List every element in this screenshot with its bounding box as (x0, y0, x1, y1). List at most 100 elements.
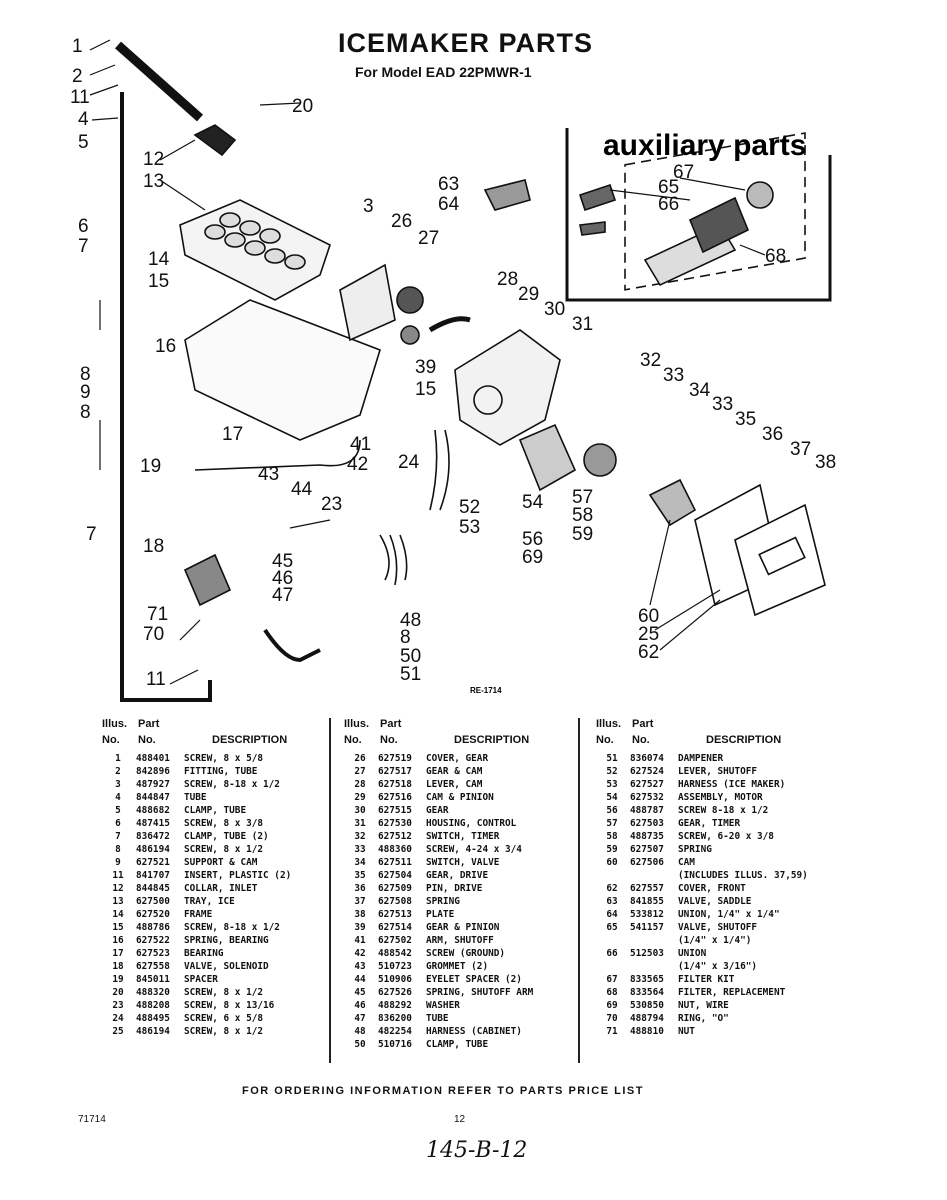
callout: 33 (712, 394, 733, 415)
description: HOUSING, CONTROL (426, 818, 517, 829)
part-no: 510716 (378, 1039, 412, 1050)
description: RING, "O" (678, 1013, 729, 1024)
description: CLAMP, TUBE (184, 805, 247, 816)
illus-no: 50 (354, 1039, 366, 1050)
drive-gear (583, 443, 617, 477)
auxiliary-parts-title: auxiliary parts (603, 129, 806, 162)
callout: 8 (80, 402, 91, 423)
description: SCREW, 8-18 x 1/2 (184, 779, 280, 790)
callout: 39 (415, 357, 436, 378)
callout: 70 (143, 624, 164, 645)
callout: 38 (815, 452, 836, 473)
page-title: ICEMAKER PARTS (338, 28, 594, 58)
description: SUPPORT & CAM (184, 857, 258, 868)
description: GEAR & CAM (426, 766, 483, 777)
illus-no: 64 (606, 909, 618, 920)
callout: 51 (400, 664, 421, 685)
ordering-note: FOR ORDERING INFORMATION REFER TO PARTS … (242, 1085, 644, 1097)
illus-no: 16 (112, 935, 124, 946)
page-number: 12 (454, 1114, 466, 1125)
callout: 11 (70, 87, 90, 108)
part-no: 627532 (630, 792, 664, 803)
description: SCREW (GROUND) (426, 948, 506, 959)
description: COVER, GEAR (426, 753, 489, 764)
description: NUT, WIRE (678, 1000, 729, 1011)
description: ASSEMBLY, MOTOR (678, 792, 763, 803)
description: VALVE, SADDLE (678, 896, 752, 907)
table-row: (INCLUDES ILLUS. 37,59) (594, 869, 834, 882)
part-no: 488360 (378, 844, 412, 855)
part-no: 627518 (378, 779, 412, 790)
description: GEAR, TIMER (678, 818, 741, 829)
part-no: 627557 (630, 883, 664, 894)
description: TRAY, ICE (184, 896, 235, 907)
illus-no (594, 869, 630, 882)
illus-no: 1 (115, 753, 121, 764)
description: (1/4" x 3/16") (678, 961, 758, 972)
illus-no: 11 (112, 870, 124, 881)
illus-no: 56 (606, 805, 618, 816)
illus-no: 9 (115, 857, 121, 868)
part-no: 627506 (630, 857, 664, 868)
auxiliary-box (565, 128, 832, 302)
description: (INCLUDES ILLUS. 37,59) (678, 870, 808, 881)
gear-27 (396, 286, 424, 314)
description: SCREW, 4-24 x 3/4 (426, 844, 522, 855)
description: SCREW, 8-18 x 1/2 (184, 922, 280, 933)
part-no: 488786 (136, 922, 170, 933)
description: CLAMP, TUBE (2) (184, 831, 269, 842)
description: PLATE (426, 909, 455, 920)
description: HARNESS (CABINET) (426, 1026, 522, 1037)
callout: 54 (522, 492, 544, 513)
part-no: 844845 (136, 883, 170, 894)
callout: 29 (518, 284, 539, 305)
callout: 35 (735, 409, 756, 430)
description: BEARING (184, 948, 224, 959)
illus-no: 69 (606, 1000, 618, 1011)
callout-aux: 66 (658, 194, 679, 215)
part-no (630, 869, 678, 882)
description: SPRING (426, 896, 460, 907)
illus-no: 25 (112, 1026, 124, 1037)
part-no: 627503 (630, 818, 664, 829)
part-no: 842896 (136, 766, 170, 777)
illus-no: 47 (354, 1013, 366, 1024)
description: SWITCH, TIMER (426, 831, 500, 842)
callout: 32 (640, 350, 661, 371)
illus-no: 53 (606, 779, 618, 790)
description: SPRING, SHUTOFF ARM (426, 987, 534, 998)
description: SCREW, 8 x 5/8 (184, 753, 264, 764)
illus-no: 68 (606, 987, 618, 998)
description: SCREW, 8 x 1/2 (184, 1026, 264, 1037)
part-no: 627511 (378, 857, 412, 868)
description: CLAMP, TUBE (426, 1039, 489, 1050)
callout: 34 (689, 380, 711, 401)
description: EYELET SPACER (2) (426, 974, 522, 985)
description: LEVER, CAM (426, 779, 483, 790)
illus-no: 62 (606, 883, 618, 894)
callout: 48 (400, 610, 421, 631)
callout: 3 (363, 196, 374, 217)
callout: 7 (86, 524, 97, 545)
part-no: 488401 (136, 753, 170, 764)
